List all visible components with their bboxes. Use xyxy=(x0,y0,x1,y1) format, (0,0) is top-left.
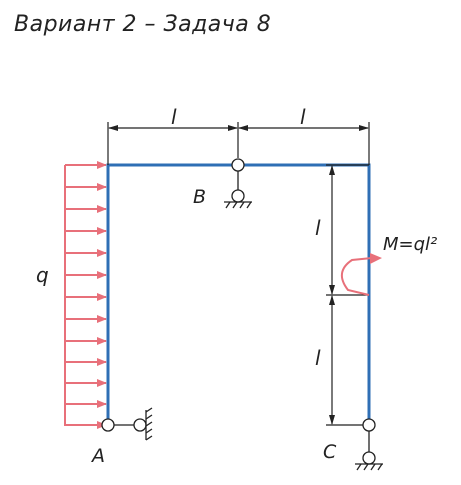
moment-arrow-icon xyxy=(341,253,382,296)
distributed-load-q xyxy=(64,161,107,429)
diagram-title: Вариант 2 – Задача 8 xyxy=(14,12,272,37)
pin-support-icon xyxy=(355,418,383,471)
label-c: C xyxy=(323,441,337,463)
dim-label-right-upper: l xyxy=(315,216,321,240)
dimension-right xyxy=(326,164,369,426)
dim-label-right-lower: l xyxy=(315,346,321,370)
dim-label-top-left: l xyxy=(171,105,177,129)
label-q: q xyxy=(36,263,49,287)
pin-support-icon xyxy=(224,158,252,209)
label-a: A xyxy=(90,445,105,467)
label-b: B xyxy=(193,186,206,208)
roller-support-icon xyxy=(101,407,153,441)
dimension-top xyxy=(107,122,370,165)
label-moment: M=ql² xyxy=(383,234,437,255)
dim-label-top-right: l xyxy=(300,105,306,129)
